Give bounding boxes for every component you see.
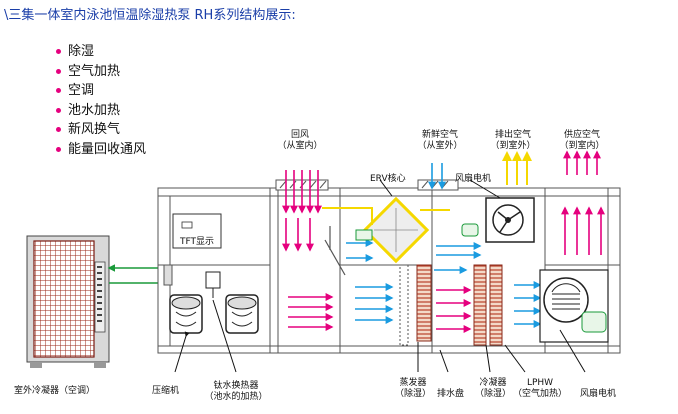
- compressor-label: 压缩机: [152, 384, 179, 396]
- feature-item: 除湿: [56, 42, 146, 62]
- fresh-air-filter: [355, 229, 373, 241]
- tft-display: TFT显示: [172, 213, 222, 249]
- warm-air-flow-arrows: [288, 286, 472, 333]
- supply-air-label: 供应空气: [564, 128, 600, 140]
- fresh-air-label: 新鲜空气: [422, 128, 458, 140]
- exhaust-air-path: [322, 151, 532, 225]
- return-air-sublabel: （从室内）: [277, 139, 322, 151]
- feature-item: 新风换气: [56, 120, 146, 140]
- feature-list: 除湿 空气加热 空调 池水加热 新风换气 能量回收通风: [56, 42, 146, 159]
- exhaust-fan: [461, 197, 535, 243]
- fresh-air-intake: [417, 179, 459, 191]
- feature-item: 池水加热: [56, 101, 146, 121]
- fresh-air-sublabel: （从室外）: [417, 139, 462, 151]
- tft-display-label: TFT显示: [179, 236, 214, 247]
- titanium-heat-exchanger: [205, 271, 221, 298]
- evaporator-label: 蒸发器: [399, 376, 426, 388]
- condenser-label: 冷凝器: [479, 376, 506, 388]
- supply-air-arrows: [561, 150, 605, 255]
- compressor-right: [225, 294, 259, 334]
- outdoor-condenser-unit: [26, 235, 110, 368]
- outdoor-condenser-label: 室外冷凝器（空调）: [14, 384, 95, 396]
- evaporator-coil: [399, 264, 432, 346]
- lphw-sublabel: （空气加热）: [513, 387, 567, 399]
- erv-core-label: ERV核心: [370, 172, 406, 184]
- evaporator-sublabel: （除湿）: [395, 387, 431, 399]
- condenser-coil: [473, 264, 503, 346]
- exhaust-air-label: 排出空气: [495, 128, 531, 140]
- supply-fan: [539, 269, 609, 343]
- titanium-hx-sublabel: （池水的加热）: [204, 390, 267, 402]
- lphw-label: LPHW: [527, 378, 553, 388]
- supply-air-sublabel: （到室内）: [559, 139, 604, 151]
- return-air-arrows: [282, 170, 322, 252]
- control-terminal: [163, 264, 173, 286]
- damper: [324, 226, 346, 276]
- compressor-left: [169, 294, 203, 334]
- titanium-hx-label: 钛水换热器: [213, 379, 258, 391]
- exhaust-air-sublabel: （到室外）: [490, 139, 535, 151]
- condenser-sublabel: （除湿）: [475, 387, 511, 399]
- feature-item: 空调: [56, 81, 146, 101]
- refrigerant-lines: [107, 264, 167, 287]
- erv-core: [362, 196, 430, 264]
- feature-item: 空气加热: [56, 62, 146, 82]
- feature-item: 能量回收通风: [56, 140, 146, 160]
- drain-pan-label: 排水盘: [437, 387, 464, 399]
- fan-motor-bottom-label: 风扇电机: [580, 387, 616, 399]
- label-leaders: [174, 179, 586, 373]
- return-air-label: 回风: [291, 129, 309, 140]
- cool-air-flow-arrows: [346, 163, 542, 328]
- page-title: \三集一体室内泳池恒温除湿热泵 RH系列结构展示:: [4, 8, 296, 23]
- fan-motor-top-label: 风扇电机: [455, 172, 491, 184]
